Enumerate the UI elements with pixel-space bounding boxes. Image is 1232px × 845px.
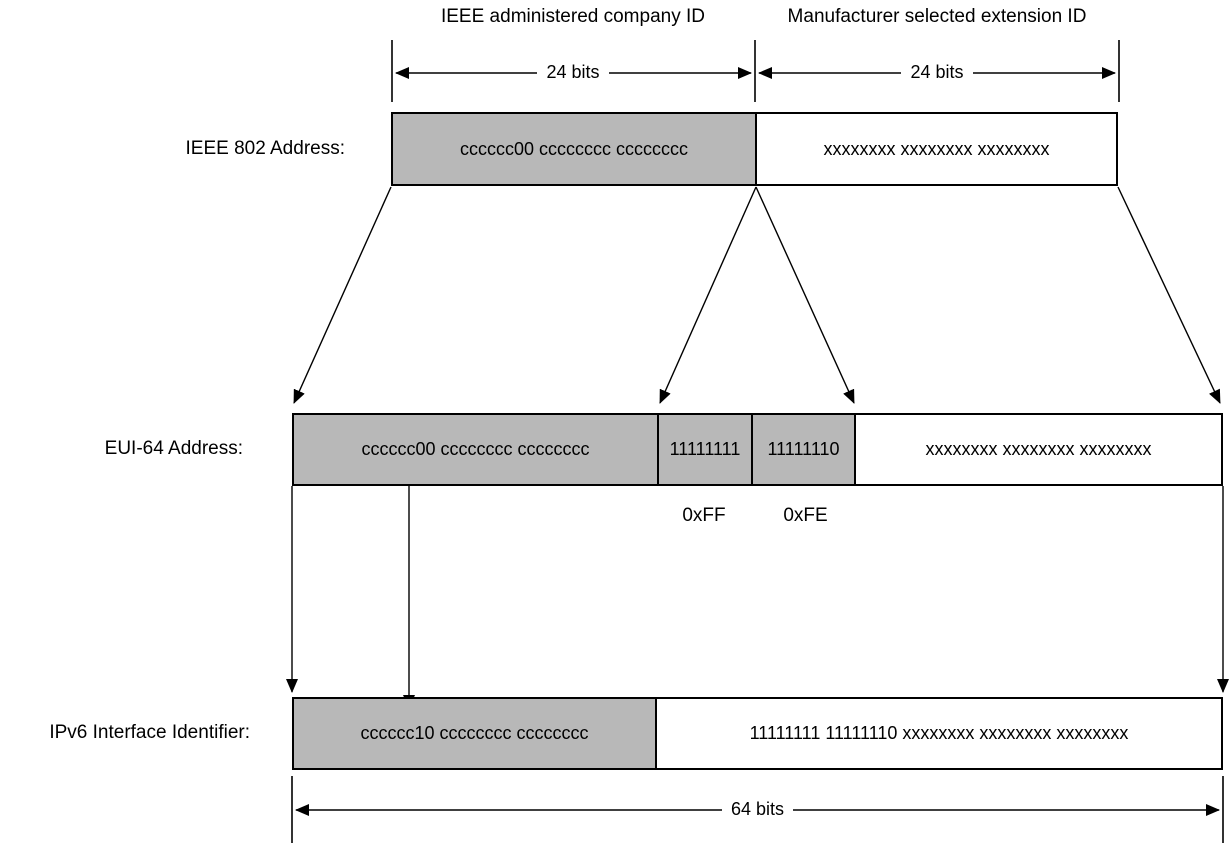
ieee802-extension-field: xxxxxxxx xxxxxxxx xxxxxxxx bbox=[755, 114, 1116, 184]
eui64-fe-field: 11111110 bbox=[751, 415, 854, 484]
bits64-label: 64 bits bbox=[292, 799, 1223, 820]
bits24-left-label: 24 bits bbox=[391, 62, 755, 83]
eui64-ff-field: 11111111 bbox=[657, 415, 751, 484]
ff-hex-label: 0xFF bbox=[682, 505, 726, 526]
eui64-address-row: cccccc00 cccccccc cccccccc 11111111 1111… bbox=[292, 413, 1223, 486]
bits24-right-label: 24 bits bbox=[755, 62, 1119, 83]
ieee802-row-label: IEEE 802 Address: bbox=[185, 138, 346, 159]
fe-hex-label: 0xFE bbox=[783, 505, 828, 526]
expansion-diagonal-arrows bbox=[293, 186, 1221, 404]
ieee802-address-row: cccccc00 cccccccc cccccccc xxxxxxxx xxxx… bbox=[391, 112, 1118, 186]
ipv6-row-label: IPv6 Interface Identifier: bbox=[49, 722, 250, 743]
company-id-heading: IEEE administered company ID bbox=[440, 6, 705, 27]
ieee802-company-field: cccccc00 cccccccc cccccccc bbox=[393, 114, 755, 184]
ipv6-suffix-field: 11111111 11111110 xxxxxxxx xxxxxxxx xxxx… bbox=[655, 699, 1221, 768]
eui64-company-field: cccccc00 cccccccc cccccccc bbox=[294, 415, 657, 484]
extension-id-heading: Manufacturer selected extension ID bbox=[787, 6, 1087, 27]
eui64-extension-field: xxxxxxxx xxxxxxxx xxxxxxxx bbox=[854, 415, 1221, 484]
eui64-row-label: EUI-64 Address: bbox=[104, 438, 243, 459]
ipv6-interface-id-row: cccccc10 cccccccc cccccccc 11111111 1111… bbox=[292, 697, 1223, 770]
ipv6-company-field: cccccc10 cccccccc cccccccc bbox=[294, 699, 655, 768]
row2-to-row3-arrows bbox=[286, 462, 1229, 709]
